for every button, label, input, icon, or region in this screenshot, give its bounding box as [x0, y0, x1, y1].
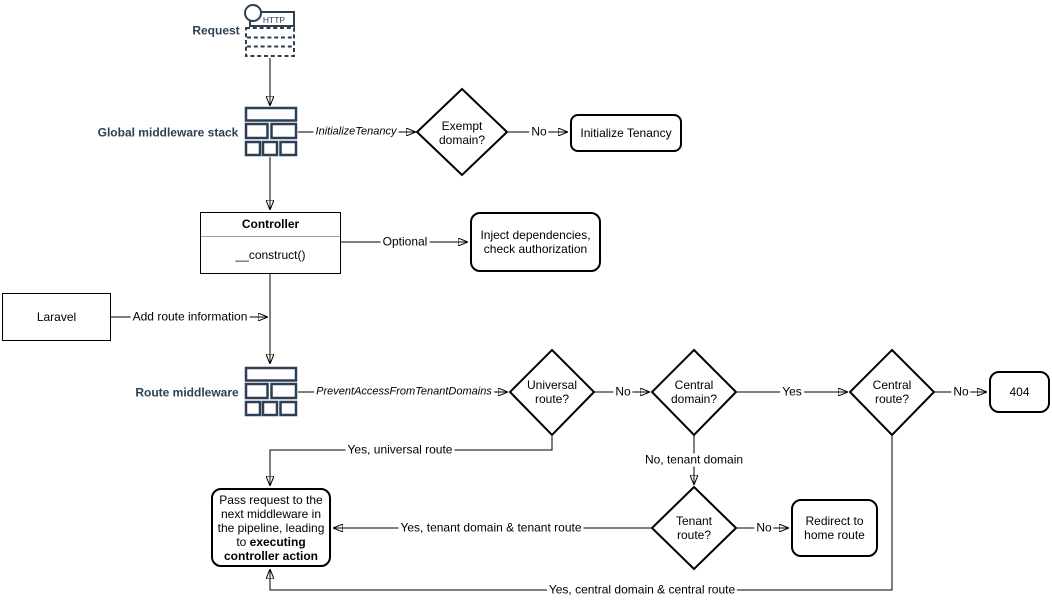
edge-label-optional: Optional	[380, 234, 430, 249]
edge-label-no-tenant-domain: No, tenant domain	[642, 452, 746, 467]
controller-method: __construct()	[235, 248, 306, 262]
central-domain-text: Central domain?	[670, 378, 718, 406]
edge-label-yes-tenant: Yes, tenant domain & tenant route	[398, 520, 584, 535]
http-request-icon: HTTP	[244, 4, 295, 57]
inject-dependencies-node: Inject dependencies, check authorization	[470, 212, 601, 272]
exempt-domain-text: Exempt domain?	[438, 119, 486, 147]
universal-route-diamond	[508, 348, 596, 437]
edge-label-no-central-route: No	[951, 384, 971, 399]
edge-label-initialize-tenancy: InitializeTenancy	[313, 125, 399, 139]
edge-label-no-universal: No	[613, 384, 633, 399]
central-route-text: Central route?	[872, 378, 912, 406]
edge-label-yes-universal-route: Yes, universal route	[345, 442, 455, 457]
pass-request-bold-text: executing controller action	[223, 534, 318, 563]
pass-request-node: Pass request to the next middleware in t…	[211, 488, 331, 567]
tenant-route-diamond	[650, 485, 738, 571]
edge-label-yes-central: Yes, central domain & central route	[546, 582, 738, 597]
edge-label-add-route-information: Add route information	[130, 309, 250, 324]
route-middleware-stack-icon	[244, 366, 298, 417]
exempt-domain-diamond	[415, 87, 509, 177]
central-domain-diamond	[650, 348, 738, 437]
edge-label-no-tenant-route: No	[754, 520, 774, 535]
route-middleware-label: Route middleware	[135, 385, 239, 400]
global-middleware-label: Global middleware stack	[97, 125, 239, 140]
edge-label-no-exempt: No	[529, 124, 549, 139]
controller-node: Controller __construct()	[200, 212, 341, 274]
http-icon-label: HTTP	[263, 15, 286, 25]
tenant-route-text: Tenant route?	[675, 514, 713, 542]
central-route-diamond	[848, 348, 936, 437]
edge-label-yes-central-domain: Yes	[780, 384, 804, 399]
404-node: 404	[989, 371, 1050, 413]
controller-title: Controller	[201, 213, 340, 237]
edge-label-prevent-access: PreventAccessFromTenantDomains	[314, 385, 494, 399]
laravel-node: Laravel	[2, 293, 111, 341]
redirect-home-node: Redirect to home route	[791, 499, 878, 557]
initialize-tenancy-node: Initialize Tenancy	[570, 114, 682, 152]
pass-request-text: Pass request to the next middleware in t…	[217, 492, 325, 549]
request-label: Request	[192, 23, 240, 38]
universal-route-text: Universal route?	[526, 378, 577, 406]
global-middleware-stack-icon	[244, 106, 298, 157]
